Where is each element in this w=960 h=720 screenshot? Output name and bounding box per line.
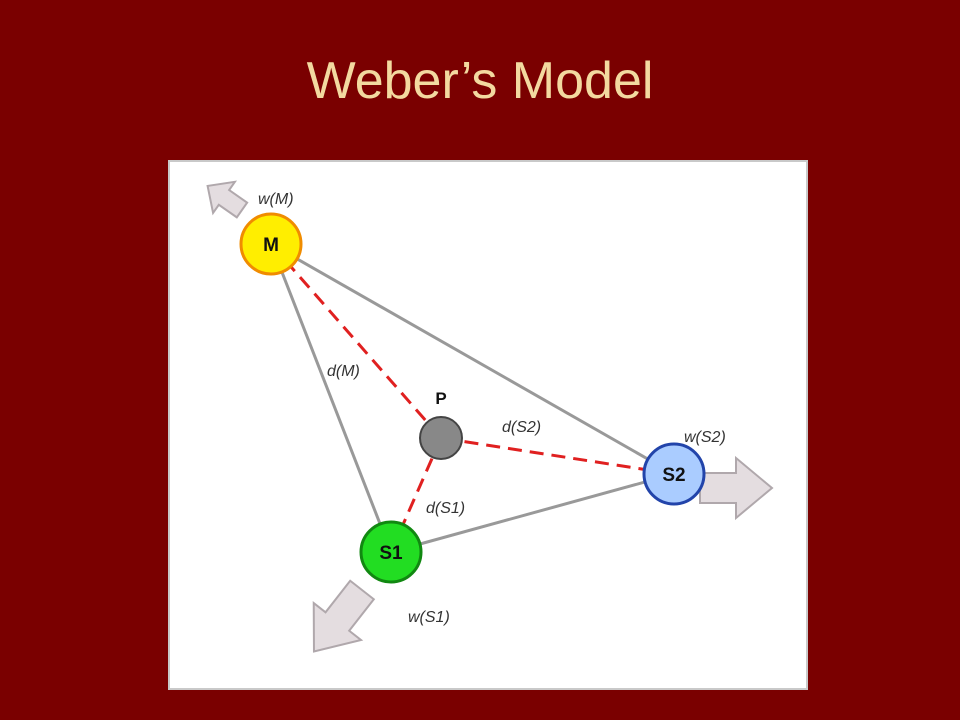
node-s1: [359, 520, 423, 584]
distance-label-m: d(M): [327, 363, 360, 380]
weight-arrow-m: [206, 180, 249, 219]
weight-arrow-s1: [312, 579, 376, 653]
distance-line-s2: [440, 436, 675, 476]
node-s1-label: S1: [379, 543, 403, 564]
weight-label-s1: w(S1): [408, 609, 450, 626]
node-s2-label: S2: [662, 465, 685, 486]
slide-title: Weber’s Model: [306, 52, 654, 110]
edge-s1-s2: [390, 472, 675, 554]
edge-m-s2: [270, 242, 675, 476]
weber-model-figure: M S1 S2 P w(M) w(S2) w(S1) d(M) d(S2) d(…: [168, 160, 808, 690]
edge-m-s1: [269, 243, 393, 553]
node-m: [239, 212, 303, 276]
distance-label-s2: d(S2): [502, 419, 541, 436]
distance-label-s1: d(S1): [426, 500, 465, 517]
node-s2: [642, 442, 706, 506]
weight-label-s2: w(S2): [684, 429, 726, 446]
distance-line-m: [269, 243, 443, 439]
weber-model-diagram: M S1 S2 P w(M) w(S2) w(S1) d(M) d(S2) d(…: [206, 180, 774, 653]
weight-label-m: w(M): [258, 191, 294, 208]
weight-arrow-s2: [699, 455, 774, 521]
node-p: [419, 416, 463, 460]
node-m-label: M: [263, 235, 279, 256]
node-p-label: P: [435, 389, 446, 408]
